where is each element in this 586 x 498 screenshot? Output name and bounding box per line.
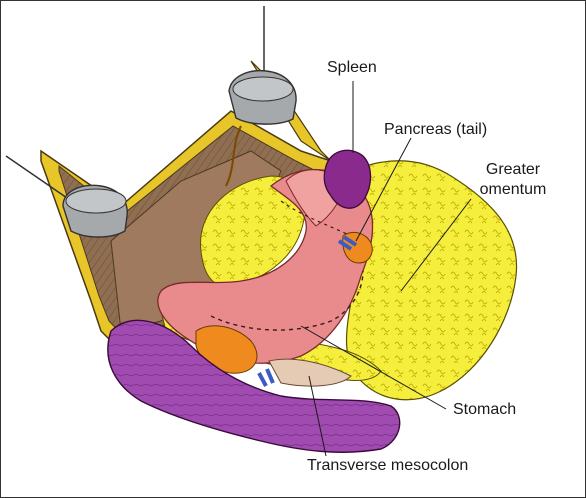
leader-pancreas	[355, 137, 412, 242]
vessel-lower	[257, 368, 275, 387]
vessel	[337, 235, 358, 251]
retractor-icon	[5, 155, 128, 238]
spleen	[323, 149, 372, 209]
label-spleen: Spleen	[327, 59, 377, 76]
transverse-mesocolon	[268, 358, 352, 387]
drain-tube	[225, 125, 242, 187]
label-greater-omentum-line1: Greater	[485, 161, 541, 178]
label-stomach: Stomach	[453, 401, 517, 418]
leader-omentum	[400, 198, 472, 292]
label-pancreas-tail: Pancreas (tail)	[384, 121, 488, 138]
label-transverse-mesocolon: Transverse mesocolon	[307, 457, 469, 474]
leader-stomach	[300, 325, 447, 410]
leader-mesocolon	[308, 375, 327, 457]
retractor-icon	[228, 6, 297, 125]
suture-line-upper	[280, 200, 352, 237]
transverse-colon	[107, 319, 401, 453]
label-greater-omentum-line2: omentum	[479, 181, 547, 198]
